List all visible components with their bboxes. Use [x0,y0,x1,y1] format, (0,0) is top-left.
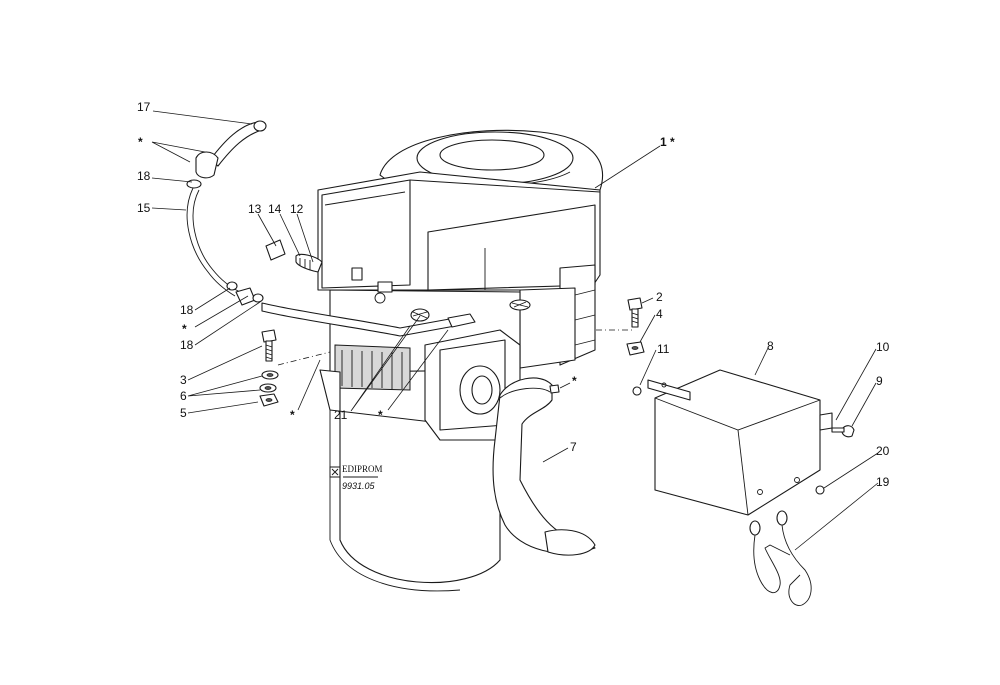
logo-code: 9931.05 [342,481,376,491]
callout-18-c: 18 [180,338,194,352]
callout-star-lower: * [290,408,295,422]
callout-11: 11 [657,342,670,356]
callout-labels: 17 * 18 15 13 14 12 1 * 18 * 18 3 6 5 * … [137,100,890,489]
callout-21: 21 [334,408,348,422]
callout-7: 7 [570,440,577,454]
leader-lines [151,110,879,551]
ediprom-logo: EDIPROM 9931.05 [329,464,383,491]
engine-assembly [317,129,604,592]
wire-clip [749,510,812,606]
callout-12: 12 [290,202,304,216]
callout-8: 8 [767,339,774,353]
callout-13: 13 [248,202,262,216]
callout-6: 6 [180,389,187,403]
callout-5: 5 [180,406,187,420]
logo-brand: EDIPROM [342,464,383,474]
callout-9: 9 [876,374,883,388]
callout-2: 2 [656,290,663,304]
callout-star-left: * [182,322,187,336]
exhaust-pipe [492,377,596,556]
callout-3: 3 [180,373,187,387]
callout-19: 19 [876,475,890,489]
callout-star-right: * [572,374,577,388]
callout-10: 10 [876,340,890,354]
callout-15: 15 [137,201,151,215]
callout-17: 17 [137,100,151,114]
callout-18-b: 18 [180,303,194,317]
callout-18-a: 18 [137,169,151,183]
callout-14: 14 [268,202,282,216]
bolt-washer-nut-set [259,329,279,407]
callout-star-top: * [138,135,143,149]
callout-1: 1 * [660,135,675,149]
callout-20: 20 [876,444,890,458]
fuel-hose-assembly [186,120,476,337]
heat-shield-box [549,369,855,516]
callout-4: 4 [656,307,663,321]
bolt-and-nut-2-4 [596,297,645,356]
callout-star-mid: * [378,408,383,422]
